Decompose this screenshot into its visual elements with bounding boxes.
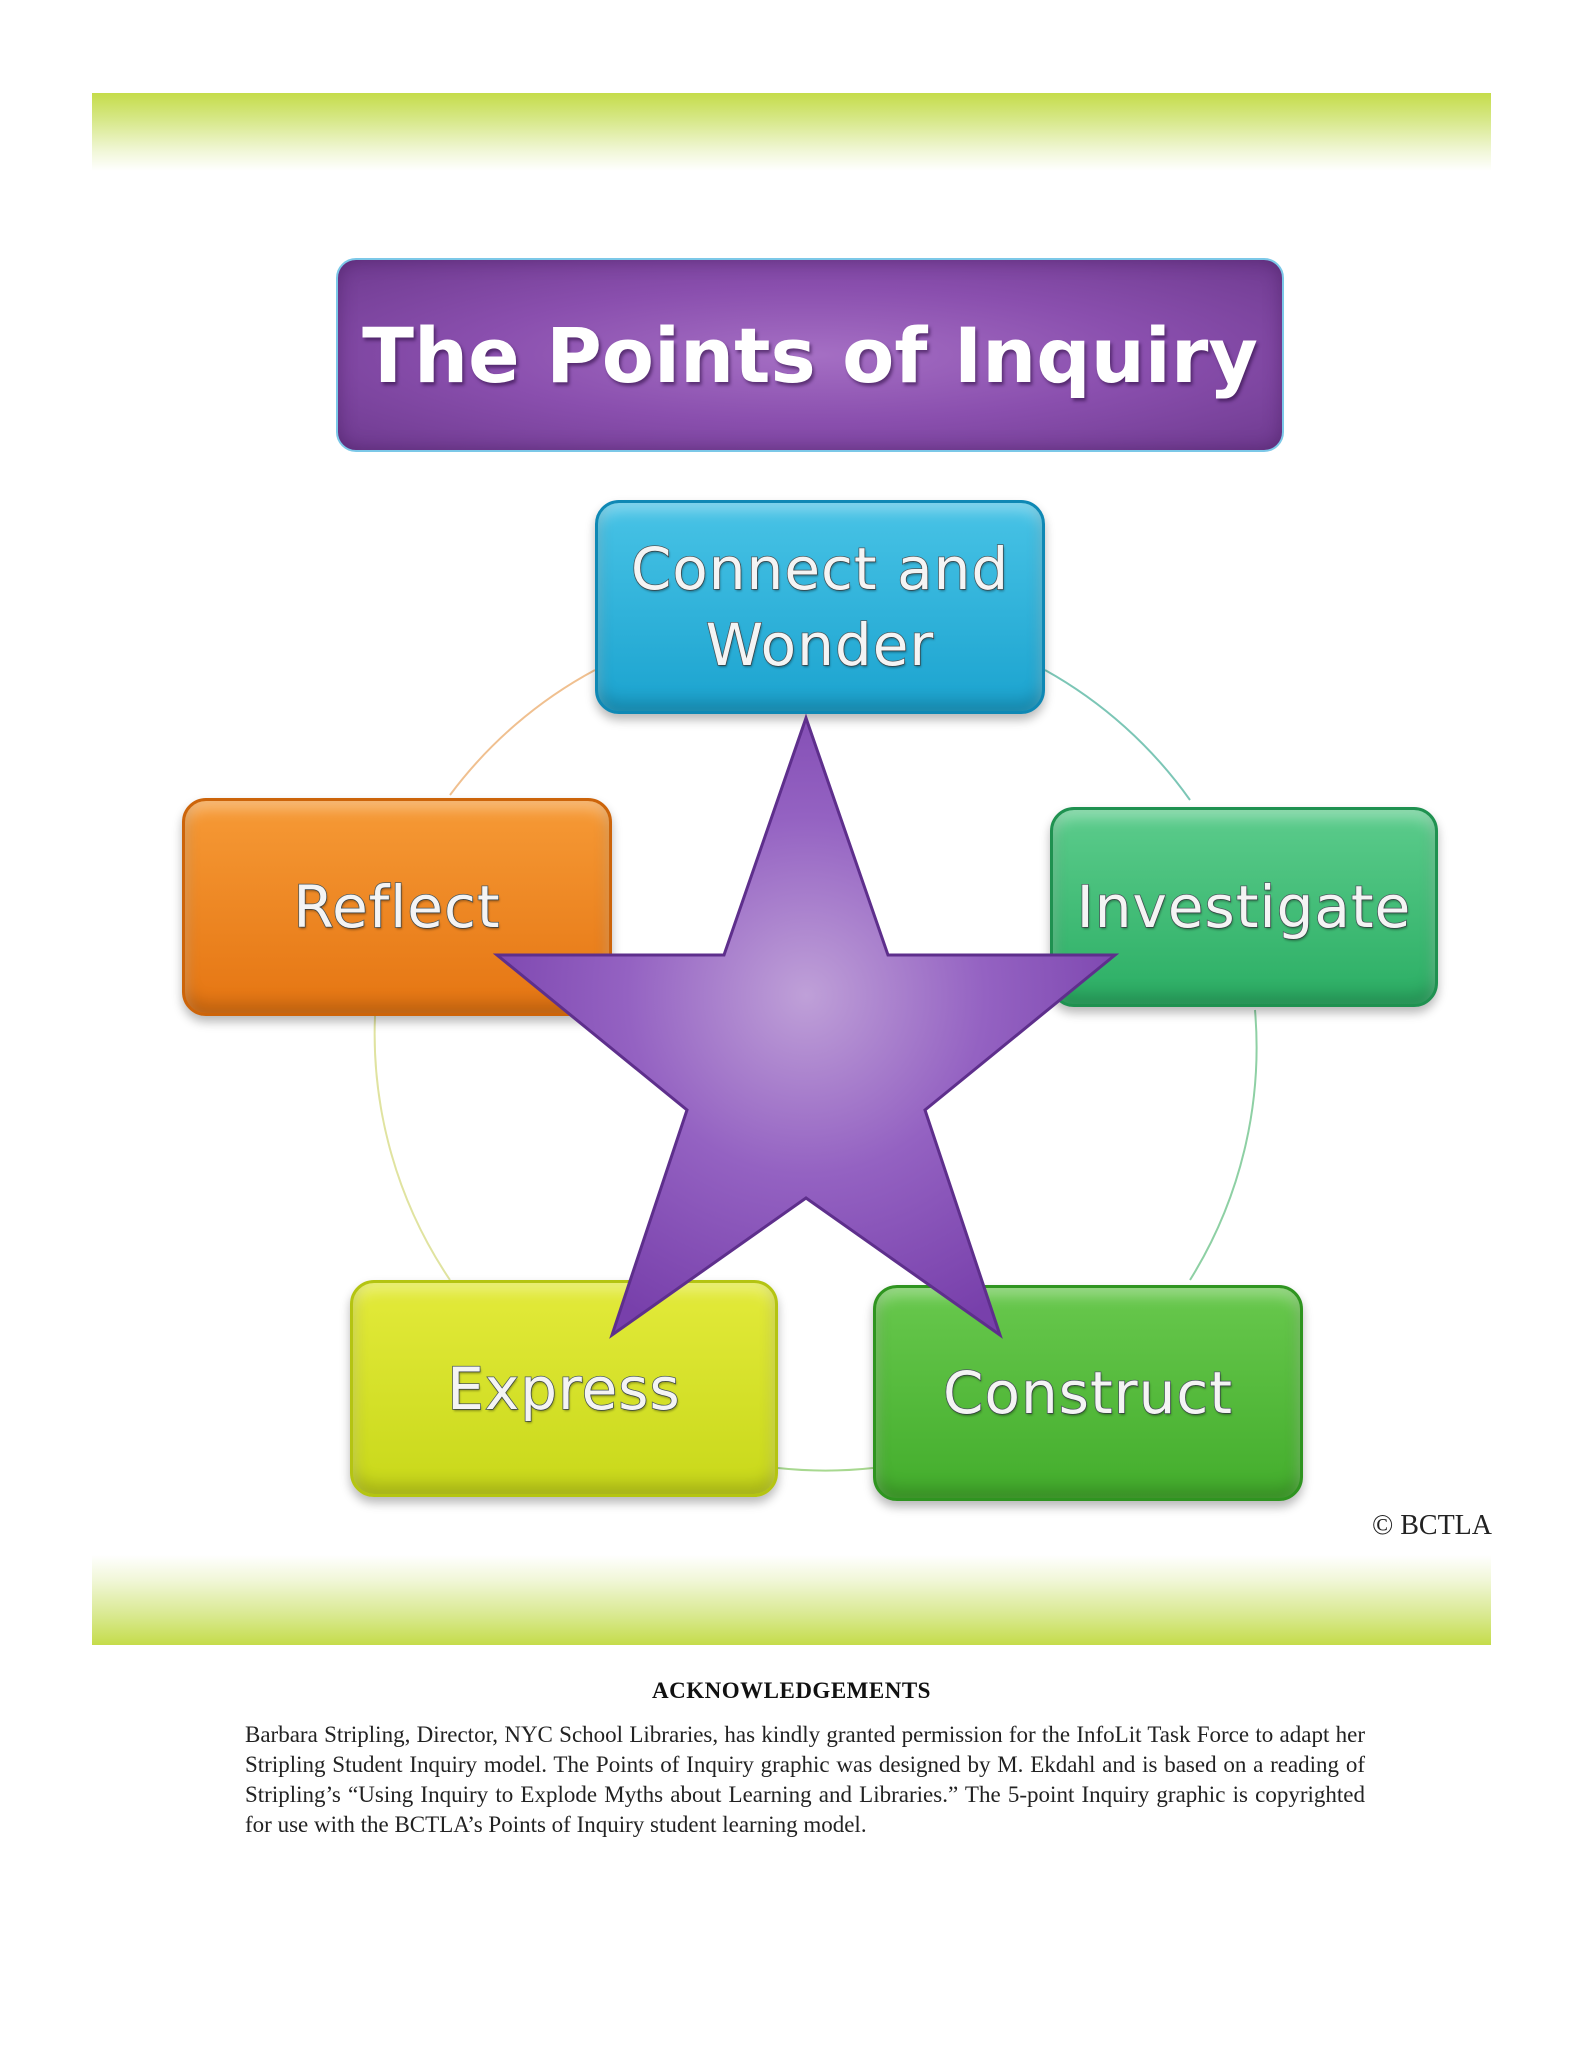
page-title: The Points of Inquiry: [362, 310, 1258, 400]
ring-arc-investigate-construct: [1189, 1009, 1258, 1281]
top-green-band: [92, 93, 1491, 171]
node-investigate: Investigate: [1050, 807, 1438, 1007]
connector-ring: [373, 669, 1258, 1472]
node-connect-and-wonder: Connect and Wonder: [595, 500, 1045, 714]
title-banner: The Points of Inquiry: [336, 258, 1284, 452]
ring-arc-express-reflect: [373, 1015, 451, 1281]
node-label-construct: Construct: [942, 1358, 1233, 1428]
copyright-notice: © BCTLA: [1371, 1510, 1492, 1541]
node-construct: Construct: [873, 1285, 1303, 1501]
acknowledgements-heading: ACKNOWLEDGEMENTS: [652, 1678, 931, 1703]
node-label-connect: Connect and Wonder: [630, 534, 1010, 680]
ring-arc-connect-investigate: [1044, 669, 1191, 801]
node-label-reflect: Reflect: [293, 872, 501, 942]
ring-arc-construct-express: [777, 1467, 874, 1472]
bottom-green-band: [92, 1555, 1491, 1645]
node-label-express: Express: [446, 1354, 681, 1424]
acknowledgements-body: Barbara Stripling, Director, NYC School …: [245, 1722, 1365, 1837]
node-reflect: Reflect: [182, 798, 612, 1016]
node-express: Express: [350, 1280, 778, 1497]
ring-arc-reflect-connect: [449, 669, 596, 796]
node-label-investigate: Investigate: [1076, 872, 1412, 942]
